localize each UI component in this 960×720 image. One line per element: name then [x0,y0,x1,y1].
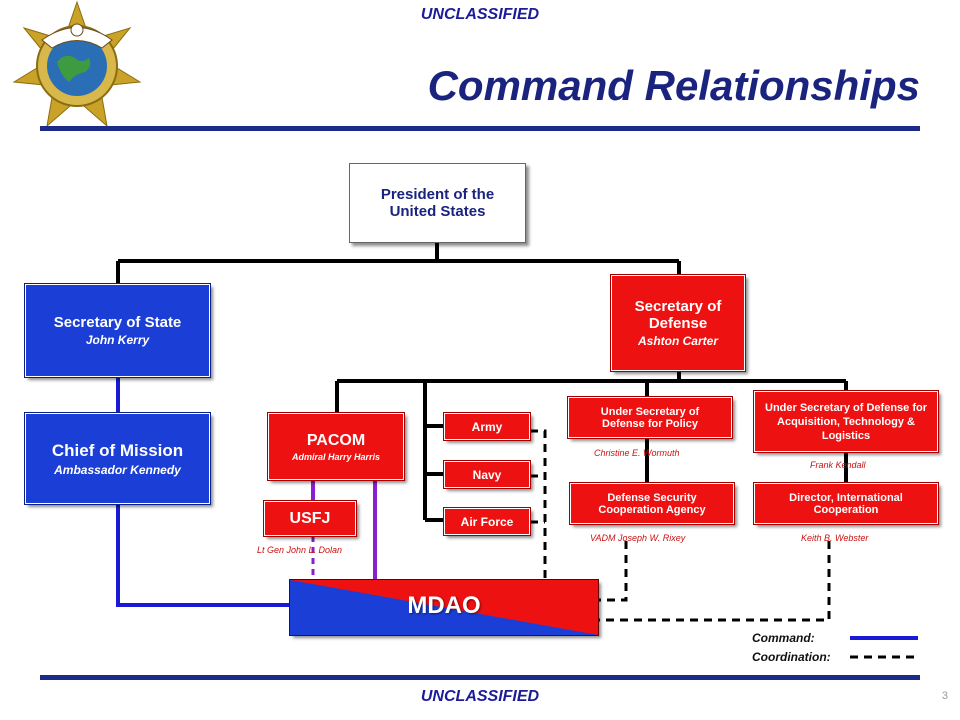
legend-coordination-label: Coordination: [752,650,831,664]
director-intl-coop-box: Director, International Cooperation [753,482,939,525]
top-divider [40,126,920,131]
classification-top: UNCLASSIFIED [420,6,540,23]
dsca-box: Defense Security Cooperation Agency [569,482,735,525]
dir-intl-title: Director, International Cooperation [789,491,903,516]
legend-command-label: Command: [752,631,815,645]
dsca-name: VADM Joseph W. Rixey [590,533,686,543]
page-number: 3 [941,690,948,702]
us-pacific-command-seal-icon [12,0,142,130]
mdao-label: MDAO [407,592,481,619]
chief-of-mission-box: Chief of Mission Ambassador Kennedy [24,412,211,505]
secdef-title: Secretary of Defense [634,298,722,332]
bottom-divider [40,675,920,680]
secdef-name: Ashton Carter [637,334,718,348]
army-box: Army [443,412,531,441]
dir-intl-name: Keith B. Webster [801,533,869,543]
pacom-box: PACOM Admiral Harry Harris [267,412,405,481]
pacom-name: Admiral Harry Harris [291,451,381,462]
usfj-box: USFJ [263,500,357,537]
air-force-label: Air Force [460,514,514,529]
president-label: President of the United States [380,186,495,220]
chief-mission-name: Ambassador Kennedy [54,462,181,477]
navy-label: Navy [472,467,502,482]
secstate-title: Secretary of State [53,314,182,331]
army-label: Army [471,419,503,434]
usfj-title: USFJ [289,509,331,527]
usd-policy-box: Under Secretary of Defense for Policy [567,396,733,439]
mdao-box: MDAO [289,579,599,636]
page-title: Command Relationships [427,62,920,109]
usfj-name: Lt Gen John L. Dolan [257,545,343,555]
chief-mission-title: Chief of Mission [51,440,184,460]
secretary-of-defense-box: Secretary of Defense Ashton Carter [610,274,746,372]
usd-policy-name: Christine E. Wormuth [594,448,680,458]
pacom-title: PACOM [306,431,366,449]
classification-bottom: UNCLASSIFIED [420,688,540,705]
navy-box: Navy [443,460,531,489]
usd-atl-title: Under Secretary of Defense for Acquisiti… [765,401,927,442]
air-force-box: Air Force [443,507,531,536]
mdao-split-fill [290,580,598,635]
secstate-name: John Kerry [85,333,150,347]
usd-atl-name: Frank Kendall [810,460,866,470]
president-box: President of the United States [349,163,526,243]
usd-policy-title: Under Secretary of Defense for Policy [600,405,700,430]
dsca-title: Defense Security Cooperation Agency [598,491,706,516]
usd-atl-box: Under Secretary of Defense for Acquisiti… [753,390,939,453]
secretary-of-state-box: Secretary of State John Kerry [24,283,211,378]
